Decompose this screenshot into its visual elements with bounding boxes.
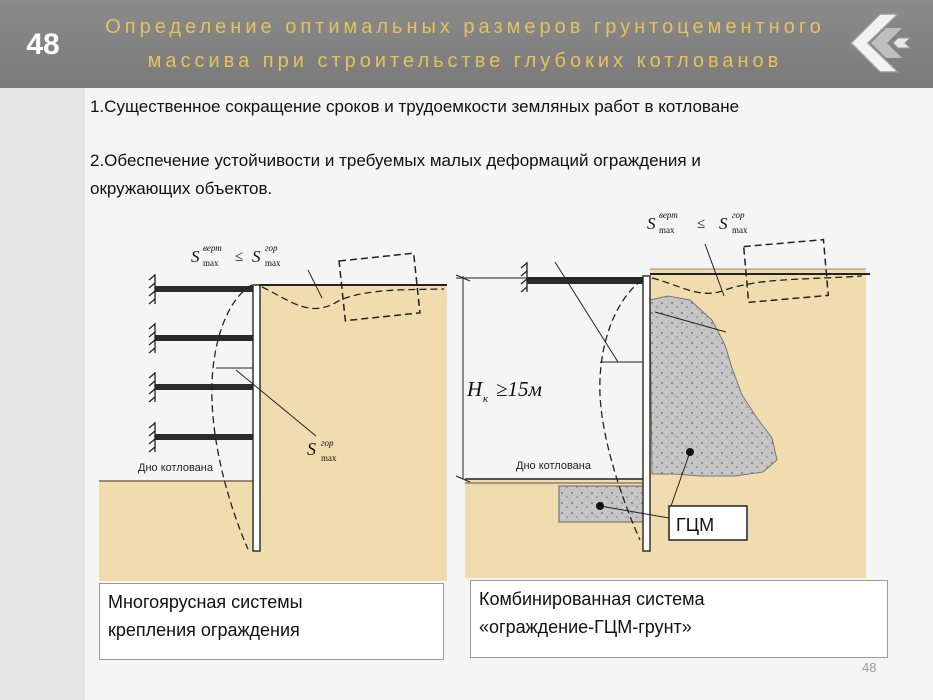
right-bottom-label: Дно котлована <box>516 460 592 472</box>
right-formula-s2: S <box>719 214 728 233</box>
left-caption-line1: Многоярусная системы <box>108 592 303 612</box>
right-formula-sup2: гор <box>732 210 745 220</box>
left-shor-sup: гор <box>321 438 334 448</box>
left-caption-box: Многоярусная системы крепления ограждени… <box>99 583 444 660</box>
hk-tick-bottom <box>455 475 471 483</box>
right-adjacent-building-outline <box>742 238 830 304</box>
right-formula-leq: ≤ <box>697 216 705 232</box>
right-caption-line2: «ограждение-ГЦМ-грунт» <box>479 617 692 637</box>
left-formula-leader <box>307 269 323 299</box>
left-formula-leq: ≤ <box>235 249 243 265</box>
point-2-line2: окружающих объектов. <box>90 179 273 198</box>
gcm-label: ГЦМ <box>676 515 714 535</box>
slide-title-line1: Определение оптимальных размеров грунтоц… <box>105 16 825 38</box>
slide-number: 48 <box>26 28 60 61</box>
right-formula-s1: S <box>647 214 656 233</box>
left-bottom-label: Дно котлована <box>138 462 214 474</box>
hk-label-sub: к <box>483 393 489 405</box>
right-formula-sub1: max <box>659 225 675 235</box>
hk-label-value: ≥15м <box>496 377 542 401</box>
right-settlement-curve <box>651 275 863 294</box>
left-shor-leader <box>235 369 317 437</box>
point-1: 1.Существенное сокращение сроков и трудо… <box>90 97 740 116</box>
right-wall-deformation-curve <box>599 279 643 541</box>
gcm-massive <box>649 295 778 477</box>
right-strut-support <box>520 262 528 293</box>
left-struts <box>148 274 253 453</box>
hk-tick-top <box>455 274 471 282</box>
gcm-point-massive <box>686 448 694 456</box>
left-formula-s1: S <box>191 247 200 266</box>
left-formula-s2: S <box>252 247 261 266</box>
right-caption-line1: Комбинированная система <box>479 589 705 609</box>
left-adjacent-building-outline <box>338 252 421 322</box>
left-formula-sub1: max <box>203 258 219 268</box>
left-formula-sup2: гор <box>265 243 278 253</box>
strut-2 <box>155 335 253 341</box>
left-formula-sub2: max <box>265 258 281 268</box>
company-logo-icon <box>849 13 912 73</box>
left-side-strip <box>0 88 85 700</box>
point-2-line1: 2.Обеспечение устойчивости и требуемых м… <box>90 151 701 170</box>
slide-title: Определение оптимальных размеров грунтоц… <box>85 10 845 78</box>
header-bar: 48 Определение оптимальных размеров грун… <box>0 0 933 88</box>
gcm-leader-massive <box>670 451 691 507</box>
left-settlement-curve <box>261 286 445 310</box>
left-wall-deformation-curve <box>211 284 253 550</box>
right-strut <box>527 277 643 284</box>
strut-3 <box>155 384 253 390</box>
right-formula-leader <box>704 243 725 297</box>
strut-supports <box>148 274 156 453</box>
right-diagonal-leader <box>554 261 619 363</box>
right-soil-bottom <box>465 479 866 578</box>
left-shor-s: S <box>307 439 316 459</box>
slide-title-line2: массива при строительстве глубоких котло… <box>147 50 783 72</box>
strut-1 <box>155 286 253 292</box>
right-formula-sup1: верт <box>659 210 678 220</box>
left-caption-line2: крепления ограждения <box>108 620 300 640</box>
right-gcm-leader-top <box>654 311 727 333</box>
left-diagram: S верт max ≤ S гор max S гор max Дно кот… <box>99 243 447 581</box>
right-caption-box: Комбинированная система «ограждение-ГЦМ-… <box>470 580 888 658</box>
gcm-label-box <box>668 505 748 541</box>
gcm-leader-slab <box>599 505 670 519</box>
gcm-point-slab <box>596 502 604 510</box>
left-retaining-wall <box>252 284 261 552</box>
right-retaining-wall <box>642 275 651 552</box>
page-number: 48 <box>862 660 877 675</box>
strut-4 <box>155 434 253 440</box>
hk-label-h: H <box>466 377 484 401</box>
right-diagram: ГЦМ H к ≥15м S верт max ≤ S гор max Дно … <box>455 210 870 578</box>
right-formula-sub2: max <box>732 225 748 235</box>
left-soil-bottom <box>99 481 447 581</box>
left-shor-sub: max <box>321 453 337 463</box>
left-formula-sup1: верт <box>203 243 222 253</box>
